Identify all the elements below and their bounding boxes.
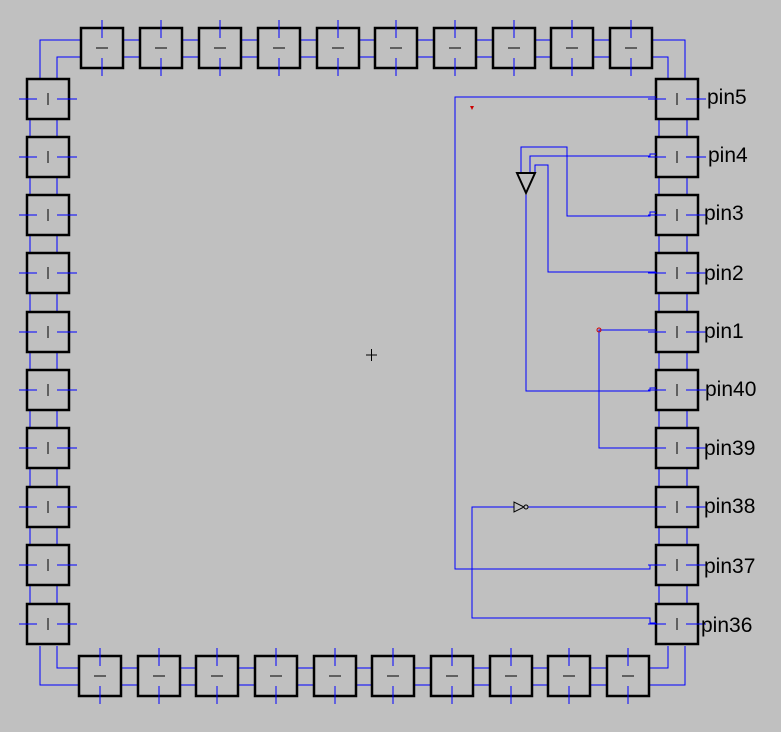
io-pad: [648, 368, 706, 412]
net-pin40: [525, 193, 656, 392]
pin-label: pin39: [704, 437, 755, 460]
pin-label: pin36: [701, 614, 752, 637]
io-pad: [79, 20, 125, 76]
inverter-bubble: [523, 504, 529, 510]
io-pad: [19, 310, 77, 354]
io-pad: [19, 193, 77, 237]
pin-label: pin37: [704, 555, 755, 578]
inverter-body: [513, 501, 526, 513]
right-pad-column: [648, 77, 706, 646]
internal-nets: [454, 96, 656, 624]
io-pad: [256, 20, 302, 76]
io-pad: [194, 648, 240, 704]
pin-label: pin4: [708, 144, 748, 167]
io-pad: [312, 648, 358, 704]
pin-label: pin38: [704, 495, 755, 518]
marker-icon: [470, 106, 474, 110]
pin-label: pin3: [704, 202, 744, 225]
io-pad: [136, 648, 182, 704]
pin-labels: pin5 pin4 pin3 pin2 pin1 pin40 pin39 pin38 pin37…: [701, 86, 756, 637]
io-pad: [648, 543, 706, 587]
io-pad: [19, 368, 77, 412]
marker-icon: [596, 327, 602, 333]
io-pad: [370, 648, 416, 704]
net-pin2: [534, 164, 656, 273]
pad-ring-wires: [29, 39, 688, 686]
io-pad: [19, 485, 77, 529]
io-pad: [648, 77, 706, 121]
net-pin4: [529, 153, 656, 172]
crosshair-cursor-icon: [366, 349, 377, 361]
io-pad: [648, 193, 706, 237]
net-pin1-pin39: [598, 329, 656, 449]
io-pad: [648, 602, 706, 646]
io-pad: [19, 602, 77, 646]
io-pad: [429, 648, 475, 704]
io-pad: [19, 543, 77, 587]
io-pad: [488, 648, 534, 704]
inverter-icon: [513, 501, 529, 513]
io-pad: [605, 648, 651, 704]
io-pad: [373, 20, 419, 76]
io-pad: [138, 20, 184, 76]
bottom-pad-row: [77, 648, 651, 704]
io-pad: [19, 251, 77, 295]
io-pad: [648, 135, 706, 179]
io-pad: [19, 135, 77, 179]
net-pin3: [520, 146, 656, 217]
io-pad: [315, 20, 361, 76]
io-pad: [197, 20, 243, 76]
io-pad: [77, 648, 123, 704]
pin-label: pin40: [705, 378, 756, 401]
io-pad: [648, 426, 706, 470]
top-pad-row: [79, 20, 654, 76]
triangle-down-icon: [515, 172, 537, 196]
io-pad: [648, 485, 706, 529]
pin-label: pin2: [704, 262, 744, 285]
io-pad: [253, 648, 299, 704]
net-pin5-pin37: [454, 96, 656, 570]
pin-label: pin5: [707, 86, 747, 109]
io-pad: [549, 20, 595, 76]
components: [470, 106, 602, 513]
io-pad: [19, 77, 77, 121]
io-pad: [608, 20, 654, 76]
io-pad: [648, 251, 706, 295]
pin-label: pin1: [704, 320, 744, 343]
io-pad: [432, 20, 478, 76]
io-pad: [648, 310, 706, 354]
net-pin36: [471, 506, 656, 624]
io-pad: [19, 426, 77, 470]
io-pad: [546, 648, 592, 704]
left-pad-column: [19, 77, 77, 646]
io-pad: [491, 20, 537, 76]
